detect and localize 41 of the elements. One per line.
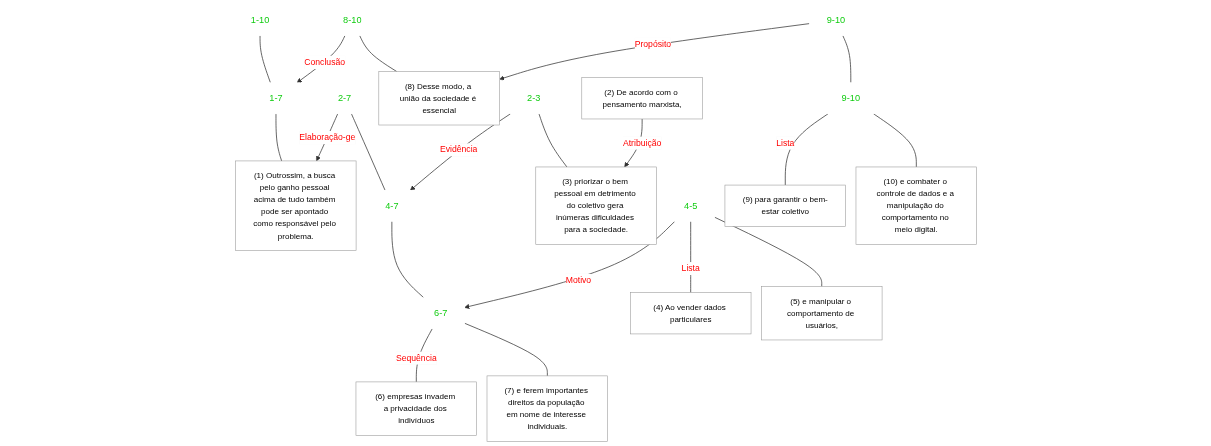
edge-label: Evidência xyxy=(440,144,478,155)
node-box: (9) para garantir o bem-estar coletivo xyxy=(725,184,847,227)
edge-label: Atribuição xyxy=(623,137,662,148)
node-box: (10) e combater o controle de dados e a manipulação do comportamento no meio digital. xyxy=(856,166,978,245)
edge-label: Elaboração-ge xyxy=(299,132,356,142)
connector xyxy=(359,35,398,72)
edge-label: Sequência xyxy=(396,352,438,363)
node-box: (8) Desse modo, a união da sociedade é essencial xyxy=(378,71,501,126)
connector xyxy=(785,113,829,186)
node-box: (2) De acordo com o pensamento marxista, xyxy=(581,77,704,120)
node-text: 2-7 xyxy=(338,93,352,103)
node-text: 4-5 xyxy=(684,200,698,211)
node-box: (5) e manipular o comportamento de usuários, xyxy=(761,286,883,341)
connector xyxy=(260,35,272,84)
node-box: (1) Outrossim, a busca pelo ganho pessoal acima de tudo também pode ser apontado como responsável pelo problema. xyxy=(235,160,357,251)
edge-label: Conclusão xyxy=(304,56,346,67)
node-text: 8-10 xyxy=(343,14,362,25)
node-text: 2-3 xyxy=(527,93,541,103)
connector xyxy=(464,322,549,377)
connector xyxy=(538,113,568,168)
node-text: 6-7 xyxy=(434,308,448,318)
node-text: 1-10 xyxy=(251,14,270,25)
node-text: 4-7 xyxy=(385,200,399,211)
connector xyxy=(690,220,692,293)
connector xyxy=(842,35,852,84)
connector xyxy=(391,220,425,299)
edge-label: Motivo xyxy=(566,274,592,285)
edge-label: Lista xyxy=(681,263,701,273)
connector xyxy=(873,113,918,168)
edge-label: Propósito xyxy=(635,38,672,49)
connector xyxy=(714,216,823,287)
edge-label: Lista xyxy=(776,137,795,148)
connector xyxy=(275,113,283,162)
node-text: 9-10 xyxy=(841,93,861,103)
node-box: (3) priorizar o bem pessoal em detrimento do coletivo gera inúmeras dificuldades para a sociedade. xyxy=(535,166,658,245)
connector xyxy=(351,113,386,191)
node-text: 9-10 xyxy=(827,14,846,25)
node-text: 1-7 xyxy=(269,93,283,103)
node-box: (6) empresas invadem a privacidade dos indivíduos xyxy=(356,381,478,436)
node-box: (7) e ferem importantes direitos da população em nome de interesse individuais. xyxy=(487,375,609,442)
node-box: (4) Ao vender dados particulares xyxy=(630,292,752,335)
